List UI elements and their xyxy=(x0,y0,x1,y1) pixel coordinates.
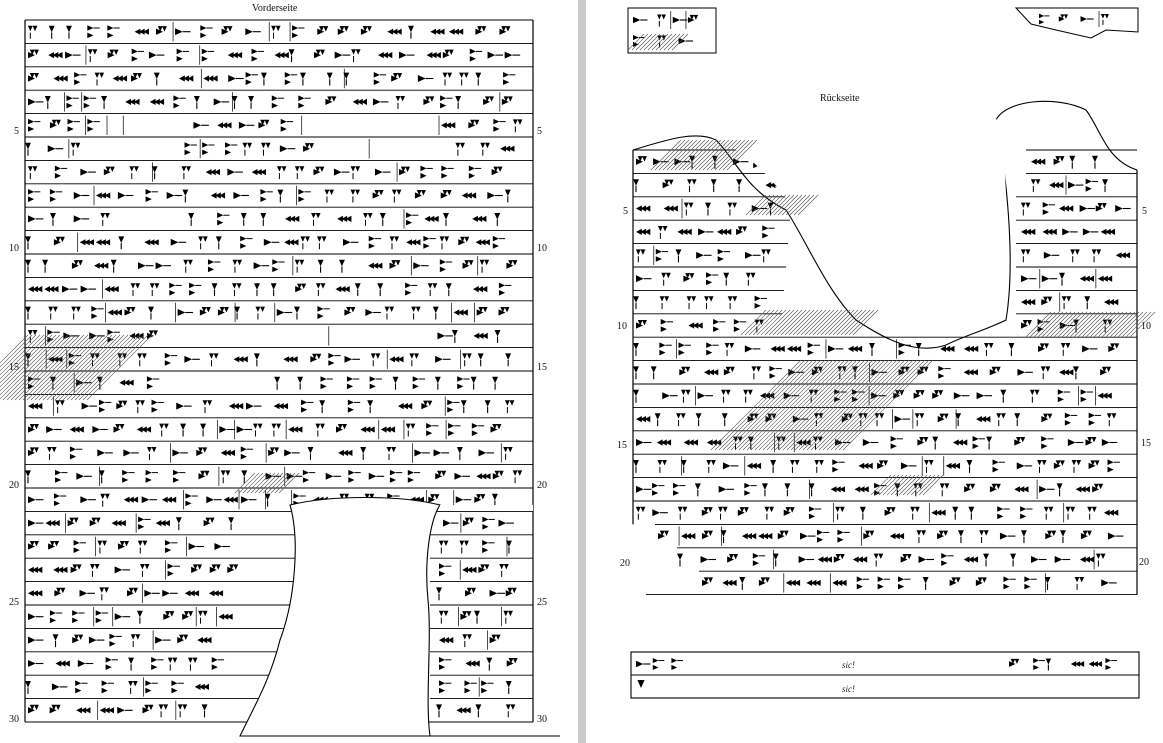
page-gutter xyxy=(578,0,586,743)
obverse-title: Vorderseite xyxy=(252,3,298,14)
obverse-tablet-drawing xyxy=(0,19,560,737)
line-number-left: 5 xyxy=(623,206,628,217)
line-number-left: 10 xyxy=(9,243,19,254)
line-number-left: 25 xyxy=(9,597,19,608)
line-number-right: 10 xyxy=(1141,321,1151,332)
obverse-page: Vorderseite 5 5 10 10 15 15 20 20 25 25 … xyxy=(0,0,578,743)
reverse-page: Rückseite 5 5 10 10 15 15 20 20 sic! sic… xyxy=(586,0,1163,743)
line-number-right: 20 xyxy=(1139,557,1149,568)
line-number-left: 10 xyxy=(617,321,627,332)
line-number-left: 15 xyxy=(617,440,627,451)
line-number-right: 15 xyxy=(537,362,547,373)
line-number-left: 5 xyxy=(14,126,19,137)
line-number-left: 20 xyxy=(620,558,630,569)
line-number-right: 20 xyxy=(537,480,547,491)
line-number-right: 15 xyxy=(1141,438,1151,449)
line-number-left: 30 xyxy=(9,714,19,725)
line-number-left: 15 xyxy=(9,362,19,373)
line-number-right: 25 xyxy=(537,597,547,608)
line-number-right: 30 xyxy=(537,714,547,725)
line-number-left: 20 xyxy=(9,480,19,491)
line-number-right: 10 xyxy=(537,243,547,254)
line-number-right: 5 xyxy=(537,126,542,137)
reverse-title: Rückseite xyxy=(820,93,860,104)
line-number-right: 5 xyxy=(1142,206,1147,217)
reverse-tablet-drawing xyxy=(627,7,1156,699)
sic-annotation: sic! xyxy=(842,684,855,694)
sic-annotation: sic! xyxy=(842,660,855,670)
